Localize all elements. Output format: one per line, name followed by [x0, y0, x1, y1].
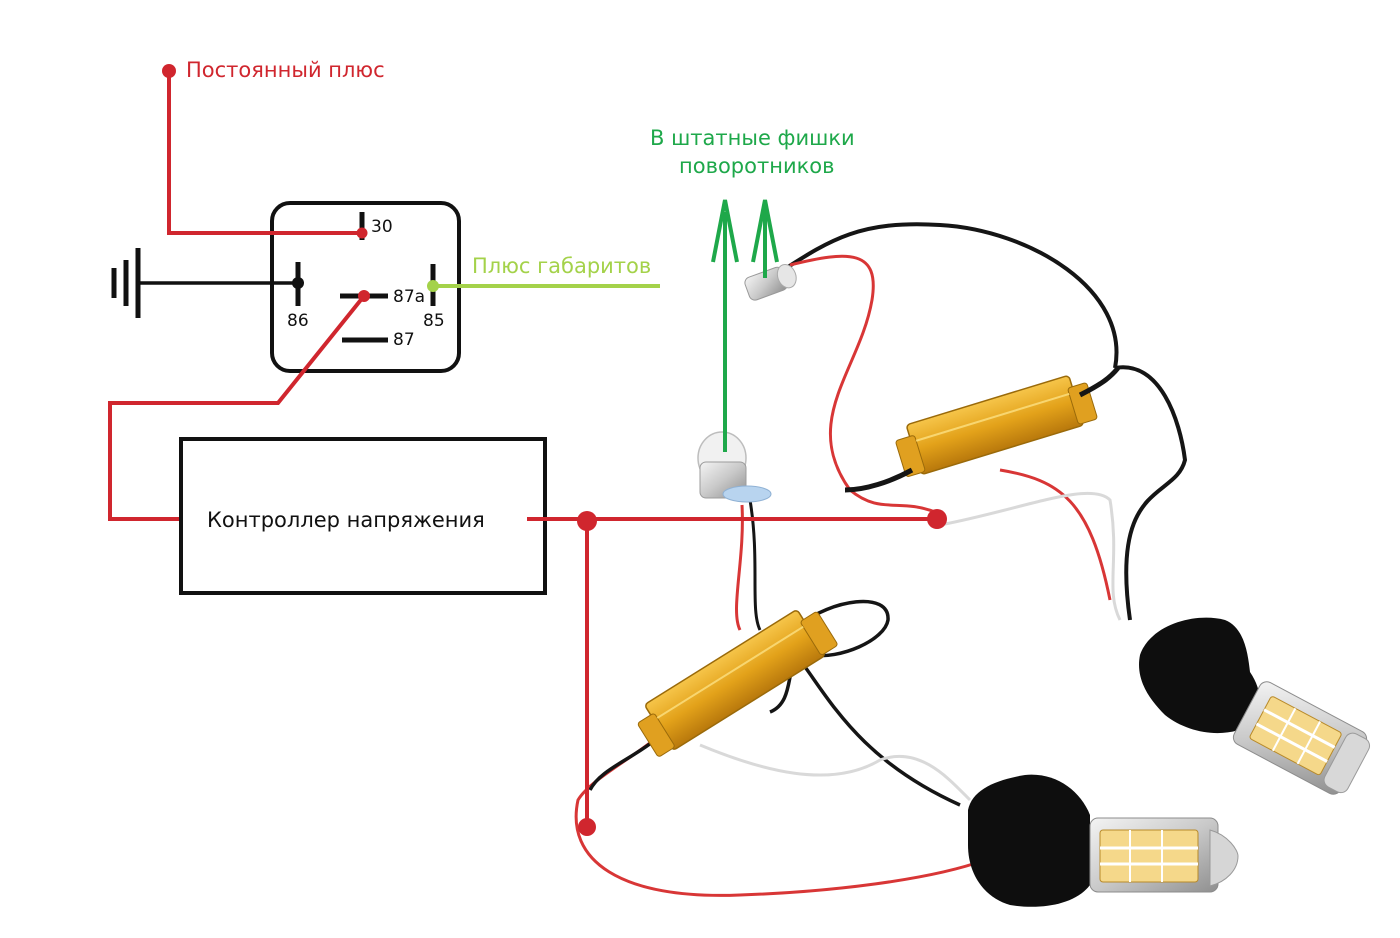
- led-lamp-right: [1139, 617, 1371, 795]
- bulb-top: [744, 263, 797, 301]
- photo-bulb-wire-red: [735, 504, 744, 631]
- pin-87-label: 87: [393, 330, 415, 350]
- ground-symbol: [111, 248, 141, 318]
- turn-signals-label-line2: поворотников: [679, 154, 835, 178]
- constant-plus-dot: [162, 64, 176, 78]
- pin-86-dot: [292, 277, 304, 289]
- resistor-top: [895, 375, 1098, 477]
- constant-plus-label: Постоянный плюс: [186, 58, 385, 82]
- resistor-bottom: [637, 610, 838, 757]
- photo-white-wire-right: [939, 491, 1122, 621]
- photo-components: [574, 222, 1371, 907]
- photo-red-wire-lower: [574, 733, 986, 897]
- pin-85-dot: [427, 280, 439, 292]
- pin-85-label: 85: [423, 311, 445, 331]
- resistor-top-lead-black: [1078, 366, 1120, 398]
- relay-to-controller-wire: [108, 294, 366, 521]
- photo-red-wire-top: [789, 254, 936, 514]
- pin-30-dot: [356, 227, 368, 239]
- parking-lights-label: Плюс габаритов: [472, 254, 651, 278]
- pin-87a-dot: [358, 290, 370, 302]
- photo-white-wire-lower: [699, 743, 972, 802]
- photo-red-wire-right: [999, 468, 1112, 601]
- green-arrows: [711, 199, 779, 452]
- bus-junction-dot: [577, 511, 597, 531]
- led-lamp-bottom: [968, 774, 1239, 907]
- resistor-top-junction-dot: [927, 509, 947, 529]
- photo-black-wire-lower-left: [588, 738, 657, 791]
- pin-87a-label: 87a: [393, 287, 425, 307]
- bulb-middle: [697, 431, 772, 503]
- photo-black-wire-lower: [798, 658, 961, 807]
- turn-signals-label-line1: В штатные фишки: [650, 126, 855, 150]
- pin-86-label: 86: [287, 311, 309, 331]
- photo-black-wire-right: [1114, 365, 1188, 621]
- schematic: Постоянный плюс В штатные фишки поворотн…: [108, 58, 947, 836]
- lower-junction-dot: [578, 818, 596, 836]
- photo-black-wire-top: [778, 222, 1119, 369]
- constant-plus-wire: [167, 71, 362, 235]
- resistor-top-lead-left: [844, 467, 914, 493]
- voltage-controller-box: [179, 437, 547, 595]
- voltage-controller-label: Контроллер напряжения: [207, 508, 485, 532]
- pin-30-label: 30: [371, 217, 393, 237]
